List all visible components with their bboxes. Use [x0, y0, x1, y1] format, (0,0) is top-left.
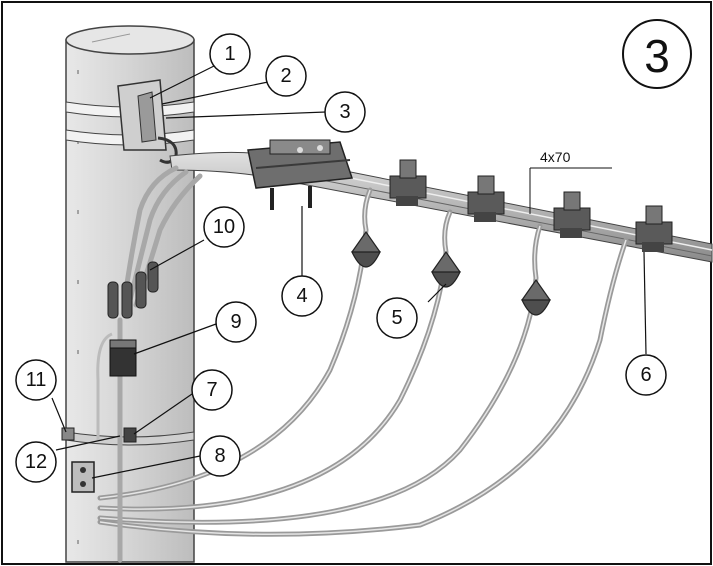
connector-1	[389, 159, 427, 206]
step-number: 3	[644, 30, 670, 82]
callout-12: 12	[15, 441, 57, 483]
svg-text:11: 11	[26, 369, 47, 391]
svg-text:5: 5	[391, 307, 402, 329]
svg-text:2: 2	[280, 65, 291, 87]
piercing-connectors	[389, 159, 673, 252]
callout-3: 3	[324, 91, 366, 133]
svg-text:12: 12	[25, 451, 47, 473]
callout-6: 6	[625, 354, 667, 396]
callout-1: 1	[209, 33, 251, 75]
connector-4	[635, 205, 673, 252]
callout-4: 4	[281, 275, 323, 317]
connector-3	[553, 191, 591, 238]
step-number-badge: 3	[622, 19, 692, 89]
pole-top	[65, 25, 195, 55]
fuse-holders	[107, 261, 159, 319]
socket-box	[71, 461, 95, 493]
cone-insulators	[351, 230, 551, 316]
anchor-clamp	[247, 139, 354, 210]
callout-11: 11	[15, 359, 57, 401]
junction-box	[96, 332, 137, 440]
callout-5: 5	[376, 297, 418, 339]
svg-text:10: 10	[213, 216, 235, 238]
connector-2	[467, 175, 505, 222]
callout-7: 7	[191, 369, 233, 411]
svg-text:9: 9	[230, 311, 241, 333]
callout-9: 9	[215, 301, 257, 343]
cable-spec-label: 4x70	[529, 149, 612, 214]
callout-2: 2	[265, 55, 307, 97]
svg-text:8: 8	[214, 445, 225, 467]
cable-spec-text: 4x70	[540, 149, 571, 165]
svg-text:3: 3	[339, 101, 350, 123]
suspension-bracket	[117, 79, 178, 164]
svg-text:4: 4	[296, 285, 307, 307]
callout-8: 8	[199, 435, 241, 477]
callout-10: 10	[203, 206, 245, 248]
svg-text:6: 6	[640, 364, 651, 386]
leader-lines	[51, 65, 647, 479]
svg-text:7: 7	[206, 379, 217, 401]
svg-text:1: 1	[224, 43, 235, 65]
